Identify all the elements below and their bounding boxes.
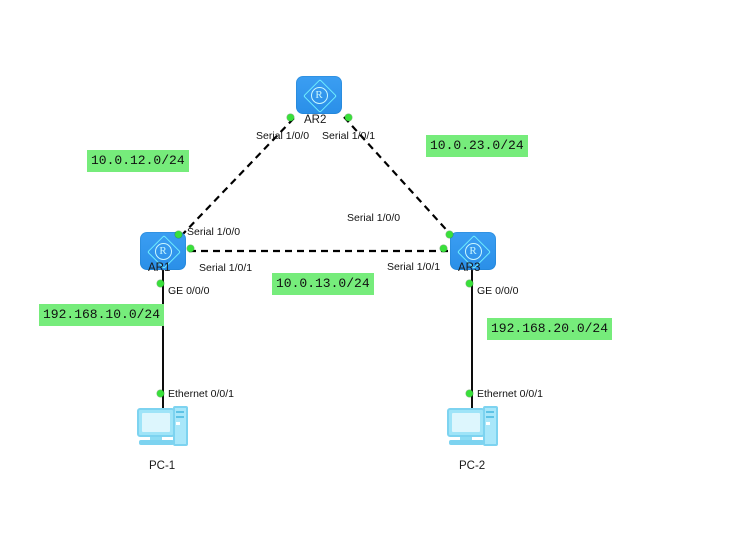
- interface-label-ar1-ge: GE 0/0/0: [168, 285, 210, 297]
- interface-label-ar3-ge: GE 0/0/0: [477, 285, 519, 297]
- pc-base: [449, 440, 484, 445]
- interface-label-ar2-left: Serial 1/0/0: [256, 130, 310, 142]
- connector-dot-ar2-s100[interactable]: [286, 113, 294, 121]
- device-label-pc1: PC-1: [149, 460, 176, 472]
- router-r-glyph-icon: R: [450, 232, 496, 270]
- router-icon: R: [296, 76, 342, 114]
- router-r-glyph-icon: R: [140, 232, 186, 270]
- device-ar1[interactable]: R: [140, 232, 186, 270]
- pc-power-led-icon: [176, 422, 180, 425]
- device-pc2[interactable]: [447, 406, 501, 448]
- pc-screen: [452, 413, 480, 432]
- pc-icon: [447, 406, 501, 448]
- pc-drive-bay-icon: [176, 411, 184, 413]
- pc-monitor-icon: [137, 408, 175, 437]
- pc-monitor-icon: [447, 408, 485, 437]
- network-label-net-192-168-20: 192.168.20.0/24: [487, 318, 613, 340]
- interface-label-ar2-right: Serial 1/0/1: [322, 130, 376, 142]
- connector-dot-ar1-s100[interactable]: [174, 230, 182, 238]
- connector-dot-pc1-eth001[interactable]: [156, 389, 164, 397]
- network-label-net-10-0-13: 10.0.13.0/24: [272, 273, 374, 295]
- connector-dot-ar3-s100[interactable]: [445, 230, 453, 238]
- device-label-ar1: AR1: [148, 262, 171, 274]
- pc-base: [139, 440, 174, 445]
- pc-screen: [142, 413, 170, 432]
- connector-dot-ar3-s101[interactable]: [439, 244, 447, 252]
- pc-stand: [460, 437, 472, 441]
- pc-power-led-icon: [486, 422, 490, 425]
- network-label-net-192-168-10: 192.168.10.0/24: [39, 304, 165, 326]
- device-ar2[interactable]: R: [296, 76, 342, 114]
- device-pc1[interactable]: [137, 406, 191, 448]
- connector-dot-ar1-s101[interactable]: [186, 244, 194, 252]
- connector-dot-ar3-ge000[interactable]: [465, 279, 473, 287]
- pc-drive-bay-icon: [486, 411, 494, 413]
- pc-drive-bay-icon: [176, 416, 184, 418]
- pc-drive-bay-icon: [486, 416, 494, 418]
- device-label-ar2: AR2: [304, 114, 327, 126]
- interface-label-ar3-top: Serial 1/0/0: [347, 212, 401, 224]
- interface-label-ar3-left: Serial 1/0/1: [387, 261, 441, 273]
- interface-label-ar1-top: Serial 1/0/0: [187, 226, 241, 238]
- connector-dot-ar1-ge000[interactable]: [156, 279, 164, 287]
- interface-label-ar1-right: Serial 1/0/1: [199, 262, 253, 274]
- router-icon: R: [450, 232, 496, 270]
- device-label-ar3: AR3: [458, 262, 481, 274]
- pc-stand: [150, 437, 162, 441]
- network-label-net-10-0-23: 10.0.23.0/24: [426, 135, 528, 157]
- connector-dot-pc2-eth001[interactable]: [465, 389, 473, 397]
- pc-icon: [137, 406, 191, 448]
- connector-dot-ar2-s101[interactable]: [344, 113, 352, 121]
- router-icon: R: [140, 232, 186, 270]
- device-label-pc2: PC-2: [459, 460, 486, 472]
- device-ar3[interactable]: R: [450, 232, 496, 270]
- interface-label-pc1-eth: Ethernet 0/0/1: [168, 388, 234, 400]
- network-label-net-10-0-12: 10.0.12.0/24: [87, 150, 189, 172]
- router-r-glyph-icon: R: [296, 76, 342, 114]
- interface-label-pc2-eth: Ethernet 0/0/1: [477, 388, 543, 400]
